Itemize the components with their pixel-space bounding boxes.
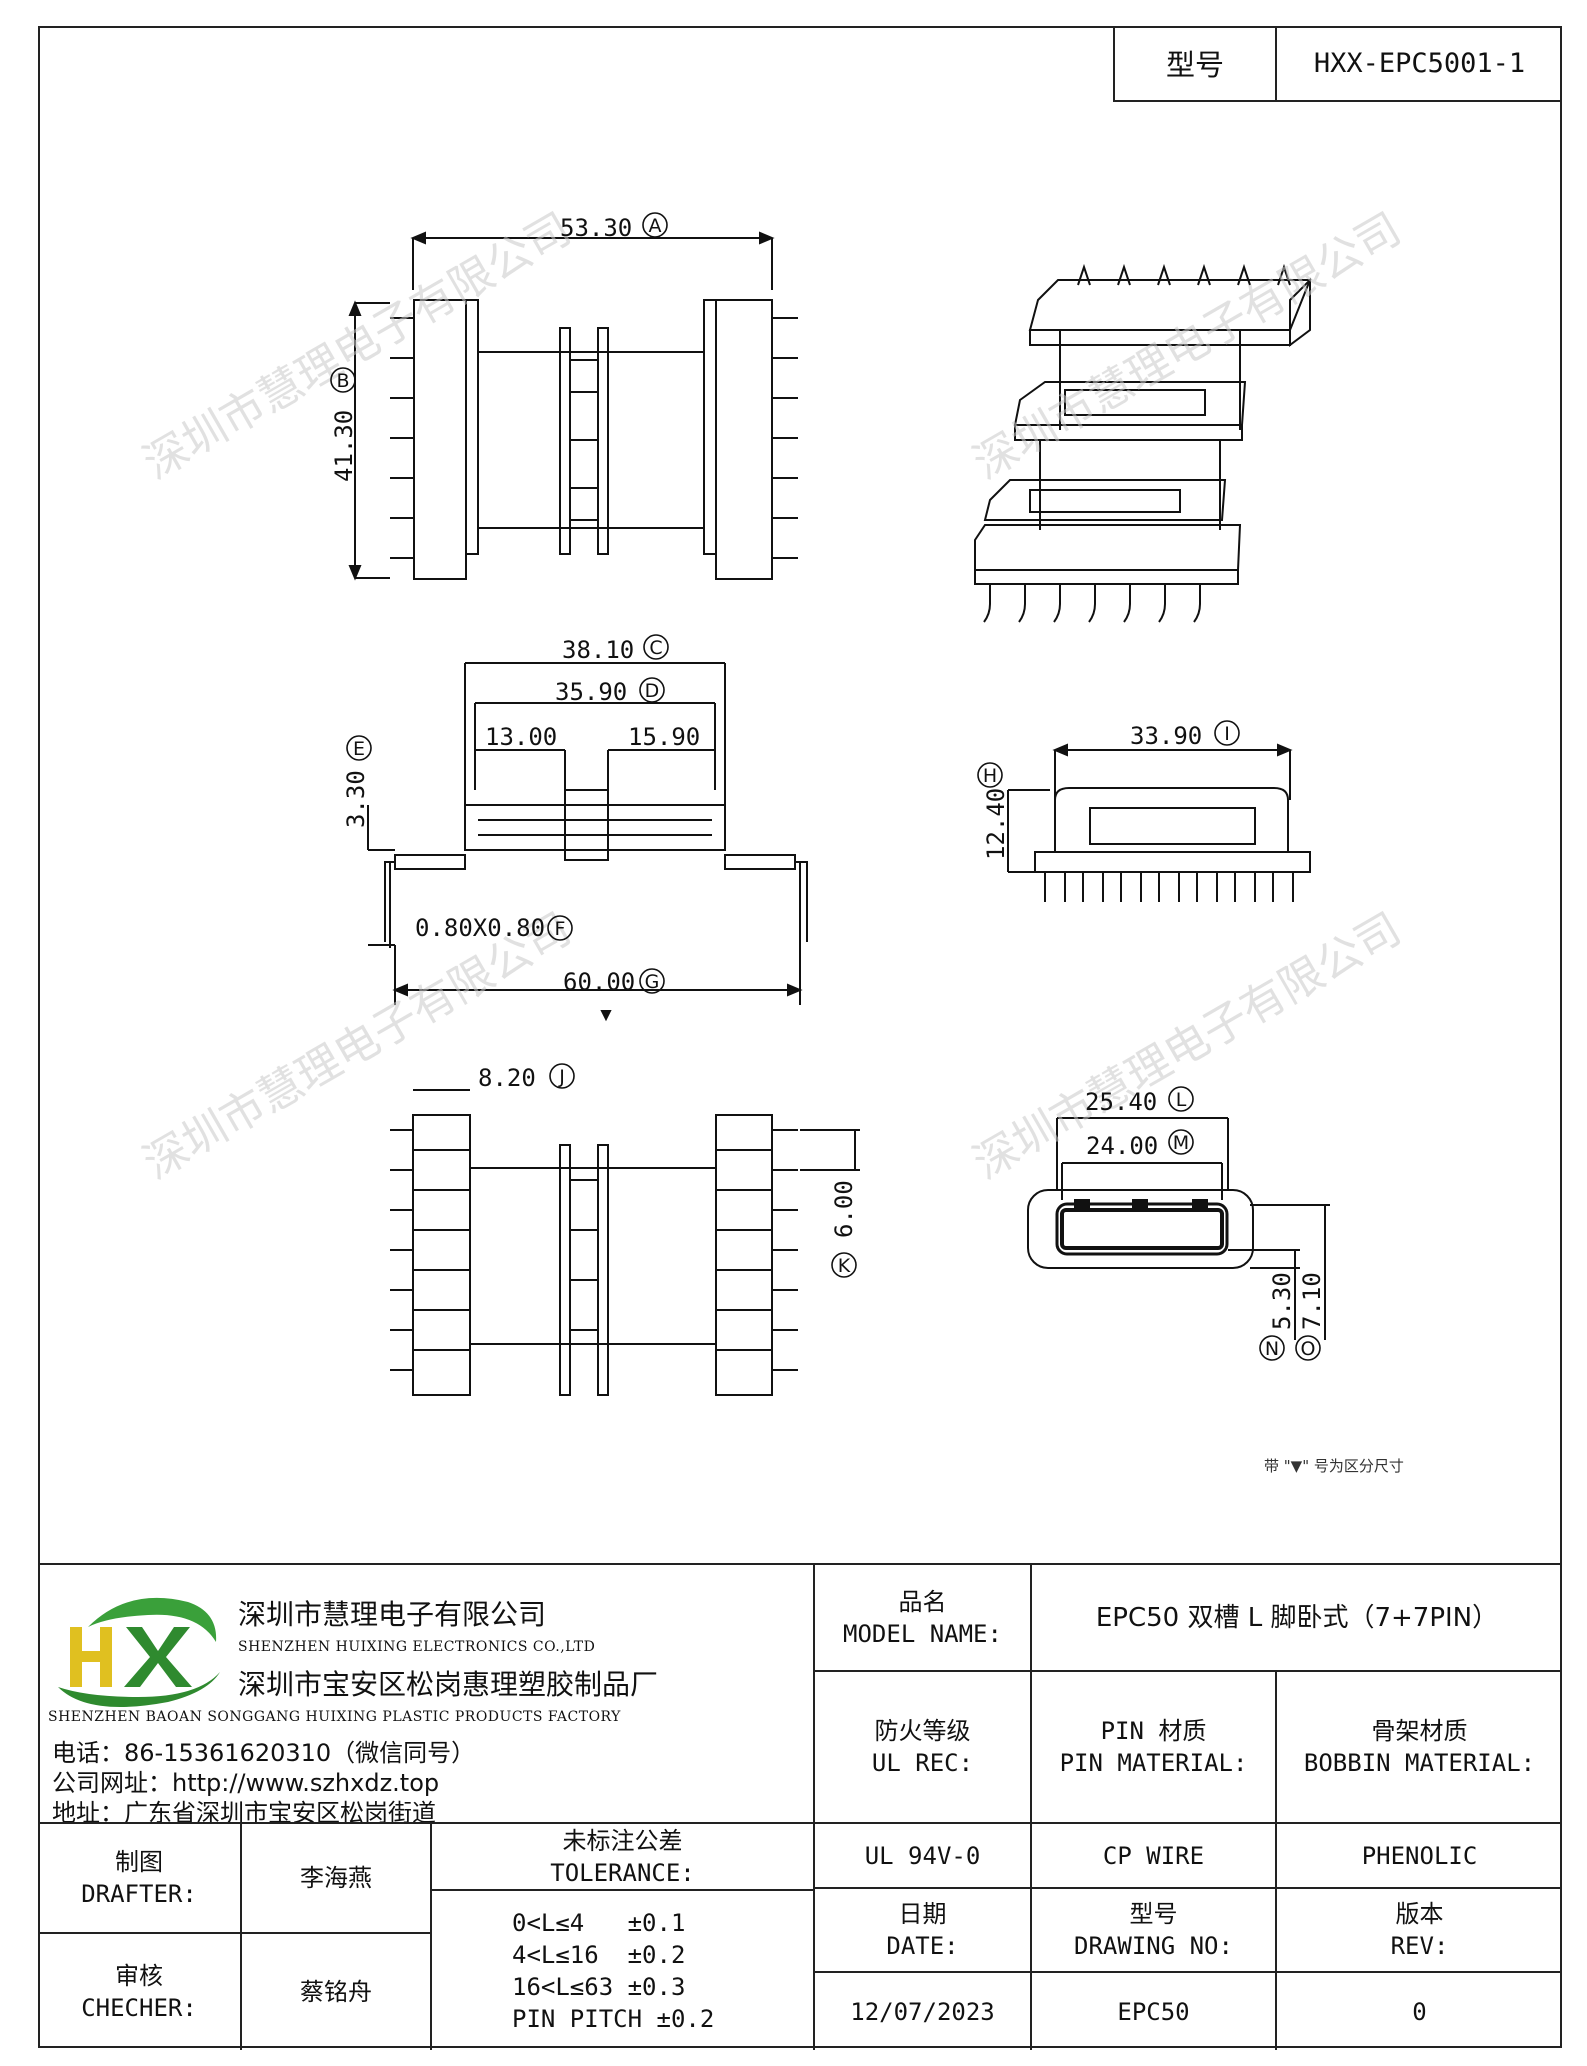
dim-D-value: 35.90 (555, 678, 627, 706)
svg-text:I: I (1224, 723, 1230, 745)
model-name-value: EPC50 双槽 L 脚卧式（7+7PIN） (1095, 1602, 1499, 1633)
section-view (1027, 1117, 1330, 1340)
marker-K: K (831, 1252, 857, 1278)
marker-M: M (1168, 1129, 1194, 1155)
checker-value: 蔡铭舟 (300, 1978, 372, 2006)
dim-D2-value: 15.90 (628, 723, 700, 751)
dim-H-value: 12.40 (982, 788, 1010, 860)
svg-text:E: E (353, 738, 365, 760)
model-header-label: 型号 (1115, 26, 1277, 100)
reference-markers: A B C D E F G H I J K L M N O (330, 212, 1321, 1361)
marker-O: O (1295, 1335, 1321, 1361)
drawing-frame (38, 26, 1562, 2048)
front-view (1007, 743, 1311, 902)
marker-I: I (1214, 720, 1240, 746)
marker-E: E (346, 735, 372, 761)
company-phone: 电话：86-15361620310（微信同号） (52, 1739, 476, 1767)
marker-H: H (977, 762, 1003, 788)
dim-N-value: 5.30 (1268, 1272, 1296, 1330)
svg-text:N: N (1265, 1338, 1279, 1360)
technical-drawing: 深圳市慧理电子有限公司 深圳市慧理电子有限公司 深圳市慧理电子有限公司 深圳市慧… (135, 203, 1410, 1396)
dim-I-value: 33.90 (1130, 722, 1202, 750)
svg-text:O: O (1301, 1338, 1316, 1360)
dim-M-value: 24.00 (1086, 1132, 1158, 1160)
side-view (367, 662, 808, 1022)
marker-C: C (643, 634, 669, 660)
dimension-labels: 53.30 41.30 38.10 35.90 13.00 15.90 3.30… (330, 214, 1326, 1330)
dim-E-value: 3.30 (342, 770, 370, 828)
factory-name-en: SHENZHEN BAOAN SONGGANG HUIXING PLASTIC … (48, 1709, 621, 1725)
watermark-text-3: 深圳市慧理电子有限公司 (135, 903, 580, 1189)
rev-value: 0 (1412, 1997, 1427, 2026)
svg-text:J: J (558, 1066, 565, 1088)
dim-A-value: 53.30 (560, 214, 632, 242)
svg-text:B: B (336, 370, 349, 392)
marker-L: L (1168, 1086, 1194, 1112)
marker-F: F (547, 915, 573, 941)
svg-text:L: L (1176, 1089, 1187, 1111)
tolerance-row: 4<L≤16 ±0.2 (512, 1940, 686, 1969)
svg-text:H: H (983, 765, 997, 787)
tolerance-row: 0<L≤4 ±0.1 (512, 1908, 686, 1937)
marker-B: B (330, 367, 356, 393)
marker-A: A (642, 212, 668, 238)
isometric-view (974, 263, 1312, 623)
company-name-cn: 深圳市慧理电子有限公司 (238, 1598, 547, 1631)
ul-rec-value: UL 94V-0 (864, 1841, 981, 1870)
dim-K-value: 6.00 (830, 1180, 858, 1238)
svg-text:A: A (649, 215, 662, 237)
bottom-view (390, 1089, 860, 1396)
watermark-text-2: 深圳市慧理电子有限公司 (965, 203, 1410, 489)
dim-O-value: 7.10 (1298, 1272, 1326, 1330)
dimension-note: 带 "▼" 号为区分尺寸 (1264, 1457, 1404, 1475)
dim-B-value: 41.30 (330, 410, 358, 482)
dim-L-value: 25.40 (1085, 1088, 1157, 1116)
bobbin-material-value: PHENOLIC (1361, 1841, 1478, 1870)
drawing-no-value: EPC50 (1117, 1997, 1190, 2026)
company-name-en: SHENZHEN HUIXING ELECTRONICS CO.,LTD (238, 1639, 596, 1655)
svg-text:K: K (838, 1255, 851, 1277)
dim-F-value: 0.80X0.80 (415, 914, 545, 942)
dim-G-value: 60.00 (563, 968, 635, 996)
marker-G: G (639, 968, 665, 994)
drafter-value: 李海燕 (300, 1864, 372, 1892)
company-website[interactable]: 公司网址：http://www.szhxdz.top (52, 1769, 440, 1797)
marker-D: D (639, 677, 665, 703)
company-info: 深圳市慧理电子有限公司 SHENZHEN HUIXING ELECTRONICS… (38, 1565, 813, 1827)
date-value: 12/07/2023 (850, 1997, 995, 2026)
model-header: 型号 HXX-EPC5001-1 (1113, 26, 1562, 102)
tolerance-row: PIN PITCH ±0.2 (512, 2004, 715, 2033)
svg-text:D: D (645, 680, 660, 702)
marker-N: N (1259, 1335, 1285, 1361)
model-header-value: HXX-EPC5001-1 (1313, 47, 1526, 79)
svg-text:G: G (645, 971, 660, 993)
title-block: 深圳市慧理电子有限公司 SHENZHEN HUIXING ELECTRONICS… (38, 1563, 1562, 2050)
tolerance-table: 0<L≤4 ±0.1 4<L≤16 ±0.2 16<L≤63 ±0.3 PIN … (432, 1891, 813, 2050)
marker-J: J (549, 1063, 575, 1089)
dim-C-value: 38.10 (562, 636, 634, 664)
tolerance-row: 16<L≤63 ±0.3 (512, 1972, 686, 2001)
top-view (348, 231, 798, 581)
svg-text:F: F (555, 918, 566, 940)
pin-material-value: CP WIRE (1102, 1841, 1205, 1870)
svg-text:M: M (1173, 1132, 1189, 1154)
dim-D1-value: 13.00 (485, 723, 557, 751)
dim-J-value: 8.20 (478, 1064, 536, 1092)
svg-text:C: C (649, 637, 662, 659)
company-logo-icon (58, 1597, 220, 1707)
factory-name-cn: 深圳市宝安区松岗惠理塑胶制品厂 (238, 1668, 659, 1701)
